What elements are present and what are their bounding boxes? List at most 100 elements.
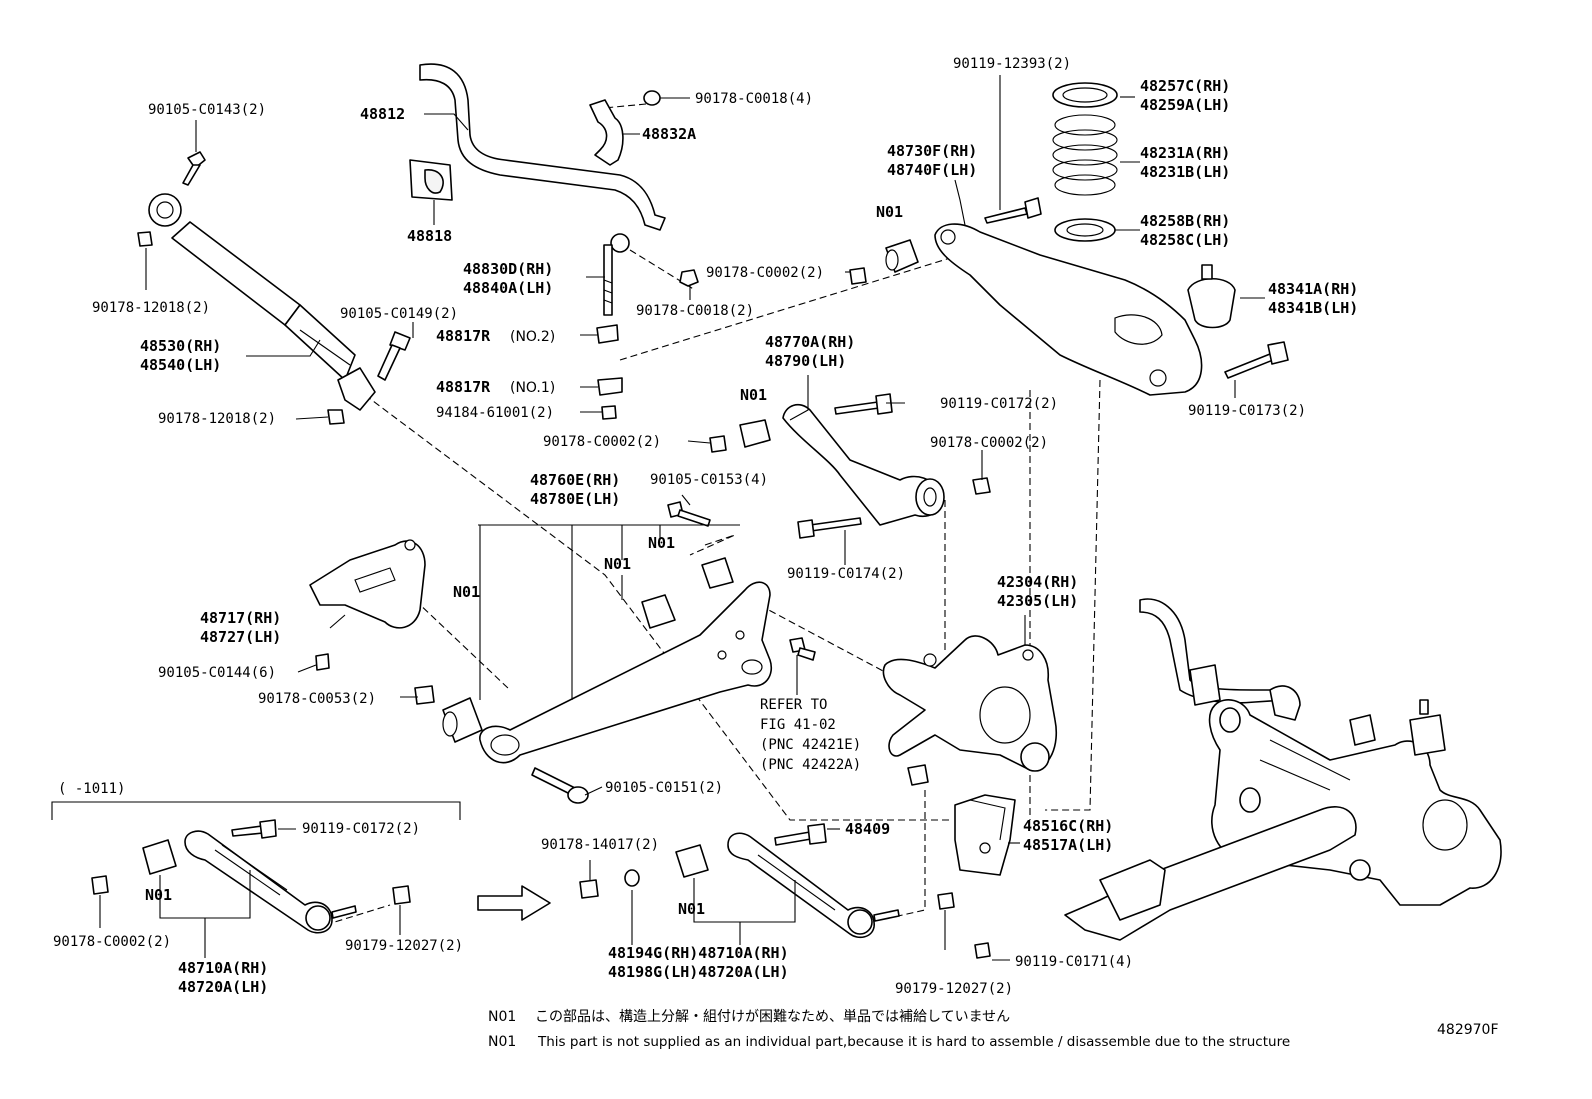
label-range: ( -1011) — [58, 781, 125, 797]
label-90178-C0002-a: 90178-C0002(2) — [543, 434, 661, 450]
label-48194G: 48194G(RH)48710A(RH) — [608, 944, 789, 962]
label-90178-12018-b: 90178-12018(2) — [158, 411, 276, 427]
bracket-nut[interactable] — [643, 90, 661, 106]
link-bushing-no2[interactable] — [596, 324, 619, 344]
toe-arm-bushing[interactable] — [739, 419, 771, 448]
label-90119-C0172-b: 90119-C0172(2) — [302, 821, 420, 837]
shock-bolt-lower[interactable] — [377, 331, 411, 381]
lower-arm-left-nut-b[interactable] — [392, 885, 411, 905]
stabilizer-bushing[interactable] — [409, 159, 453, 201]
lower-arm-left-bolt[interactable] — [231, 819, 277, 839]
label-48517A: 48517A(LH) — [1023, 836, 1113, 854]
bump-stopper[interactable] — [1187, 264, 1236, 329]
range-bracket-box — [51, 801, 461, 820]
coil-spring[interactable] — [1052, 114, 1118, 196]
upper-arm-bolt-top[interactable] — [984, 197, 1042, 224]
shock-nut-a[interactable] — [137, 231, 153, 247]
upper-control-arm[interactable] — [934, 223, 1203, 396]
label-48258B: 48258B(RH) — [1140, 212, 1230, 230]
lower-arm-right-washer[interactable] — [624, 869, 640, 887]
label-48817R-no2: 48817R — [436, 327, 491, 345]
figure-id: 482970F — [1437, 1022, 1499, 1038]
toe-arm-nut-a[interactable] — [709, 435, 727, 453]
bracket-48516-bolt[interactable] — [974, 942, 991, 959]
lower-arm-right-nut[interactable] — [579, 879, 599, 899]
arrow-to-new-type — [477, 885, 551, 921]
label-n01-ta-c: N01 — [453, 583, 480, 601]
label-90178-C0053: 90178-C0053(2) — [258, 691, 376, 707]
label-90179-12027-a: 90179-12027(2) — [345, 938, 463, 954]
label-n01-ta-b: N01 — [604, 555, 631, 573]
toe-arm-bolt-b[interactable] — [797, 517, 862, 539]
link-nut-94184[interactable] — [601, 405, 617, 420]
trailing-arm-bolt[interactable] — [667, 501, 711, 527]
label-90119-C0171: 90119-C0171(4) — [1015, 954, 1133, 970]
note-code-en: N01 — [488, 1034, 516, 1050]
knuckle-nut[interactable] — [907, 764, 929, 786]
label-90105-C0151: 90105-C0151(2) — [605, 780, 723, 796]
label-refer-4: (PNC 42422A) — [760, 757, 861, 773]
link-nut[interactable] — [679, 269, 699, 287]
shock-absorber[interactable] — [148, 193, 376, 411]
label-48231B: 48231B(LH) — [1140, 163, 1230, 181]
label-48727: 48727(LH) — [200, 628, 281, 646]
upper-arm-bushing[interactable] — [885, 239, 919, 273]
label-90178-C0018-b: 90178-C0018(2) — [636, 303, 754, 319]
footnotes: N01 この部品は、構造上分解・組付けが困難なため、単品では補給していません N… — [488, 1009, 1499, 1050]
trailing-arm-bushing-rear[interactable] — [701, 557, 734, 589]
note-japanese: この部品は、構造上分解・組付けが困難なため、単品では補給していません — [535, 1009, 1010, 1025]
label-refer-2: FIG 41-02 — [760, 717, 836, 733]
spring-lower-insulator[interactable] — [1054, 218, 1116, 242]
stabilizer-bracket[interactable] — [589, 99, 624, 166]
trailing-arm-nut[interactable] — [414, 685, 435, 705]
label-48817R-no1-sub: (NO.1) — [510, 380, 555, 396]
label-48817R-no1: 48817R — [436, 378, 491, 396]
label-48830D: 48830D(RH) — [463, 260, 553, 278]
lower-arm-48710A-left[interactable] — [184, 830, 333, 934]
spring-upper-insulator[interactable] — [1052, 82, 1118, 108]
label-48760E: 48760E(RH) — [530, 471, 620, 489]
rear-axle-carrier[interactable] — [882, 635, 1057, 772]
label-48231A: 48231A(RH) — [1140, 144, 1230, 162]
shock-nut-b[interactable] — [327, 409, 345, 425]
label-90119-C0174: 90119-C0174(2) — [787, 566, 905, 582]
link-bushing-no1[interactable] — [597, 377, 623, 396]
label-48516C: 48516C(RH) — [1023, 817, 1113, 835]
label-90178-C0018-top: 90178-C0018(4) — [695, 91, 813, 107]
rear-suspension-bracket[interactable] — [954, 794, 1016, 876]
lower-arm-left-stud[interactable] — [331, 905, 357, 919]
label-48341A: 48341A(RH) — [1268, 280, 1358, 298]
label-n01-toe: N01 — [740, 386, 767, 404]
bracket-48516-nut[interactable] — [937, 892, 955, 910]
bracket-bolt[interactable] — [315, 653, 330, 671]
upper-arm-nut[interactable] — [849, 267, 867, 285]
lower-arm-right-bushing[interactable] — [675, 844, 709, 878]
trailing-arm[interactable] — [479, 581, 772, 764]
shock-bolt-top[interactable] — [182, 151, 206, 186]
toe-arm-bolt-a[interactable] — [834, 393, 893, 415]
trailing-arm-bolt-lower[interactable] — [531, 767, 589, 804]
label-48818: 48818 — [407, 227, 452, 245]
label-48790: 48790(LH) — [765, 352, 846, 370]
label-90105-C0144: 90105-C0144(6) — [158, 665, 276, 681]
lower-arm-right-stud[interactable] — [873, 909, 900, 922]
toe-arm-nut-b[interactable] — [972, 477, 991, 495]
trailing-arm-bushing-front[interactable] — [442, 697, 483, 743]
trailing-arm-bracket[interactable] — [309, 539, 426, 629]
knuckle-bolt[interactable] — [789, 637, 816, 661]
lower-arm-48710A-right[interactable] — [727, 832, 875, 939]
lower-arm-left-nut-a[interactable] — [91, 875, 109, 895]
assembled-suspension-view — [1064, 598, 1502, 941]
label-48530: 48530(RH) — [140, 337, 221, 355]
label-90178-C0002-d: 90178-C0002(2) — [53, 934, 171, 950]
label-48409: 48409 — [845, 820, 890, 838]
lower-arm-right-bolt[interactable] — [774, 823, 827, 846]
toe-control-arm[interactable] — [782, 403, 945, 526]
upper-arm-bolt-right[interactable] — [1224, 341, 1289, 379]
lower-arm-left-bushing[interactable] — [142, 839, 177, 875]
stabilizer-link[interactable] — [603, 233, 630, 316]
stabilizer-bar[interactable] — [419, 63, 666, 231]
trailing-arm-bushing-mid[interactable] — [641, 594, 676, 629]
label-n01-ta-a: N01 — [648, 534, 675, 552]
label-n01-lower-right: N01 — [678, 900, 705, 918]
